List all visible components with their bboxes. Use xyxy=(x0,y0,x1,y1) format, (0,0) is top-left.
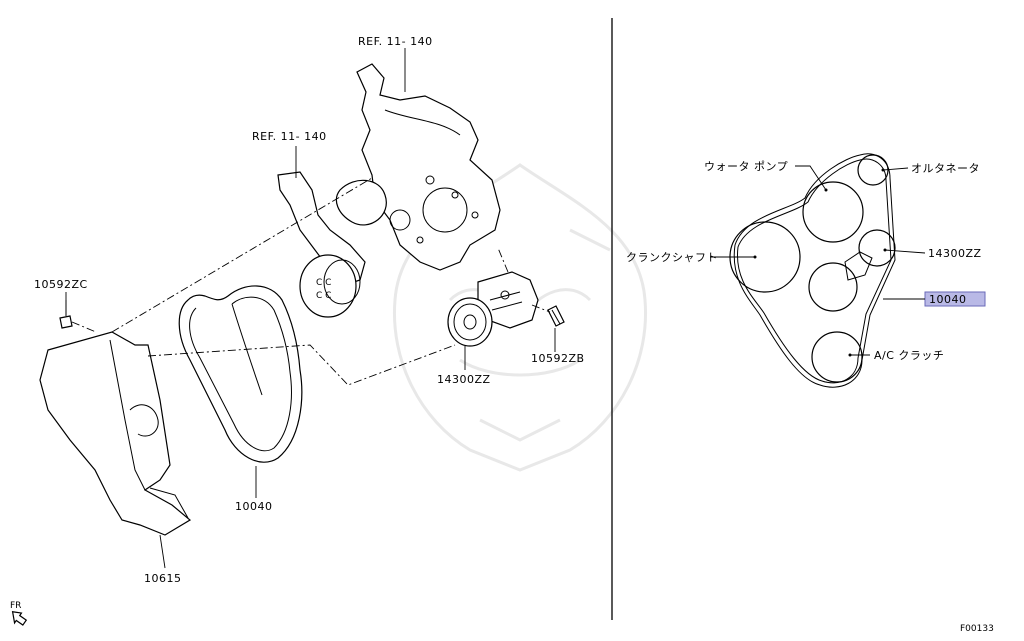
fr-arrow-icon xyxy=(11,611,28,626)
assembly-lines xyxy=(71,177,551,386)
tensioner-bracket xyxy=(844,251,873,281)
belt-10040-left xyxy=(178,285,303,463)
belt-10040-right xyxy=(733,153,896,388)
label-tensioner-right: 14300ZZ xyxy=(928,247,982,260)
label-cover-10615: 10615 xyxy=(144,572,182,585)
cover-10615 xyxy=(39,331,192,536)
label-ref-lower: REF. 11- 140 xyxy=(252,130,327,143)
label-belt-left: 10040 xyxy=(235,500,273,513)
tensioner-assembly xyxy=(447,271,539,347)
belt-routing-diagram xyxy=(729,153,896,388)
leader-lines-left xyxy=(65,48,556,569)
label-belt-right: 10040 xyxy=(929,293,967,306)
water-pump-pulley: C C C C xyxy=(299,254,361,318)
label-crankshaft: クランクシャフト xyxy=(626,251,718,264)
figure-code: F00133 xyxy=(960,624,994,634)
label-bolt-10592zb: 10592ZB xyxy=(531,352,585,365)
pulley-water-pump xyxy=(802,181,864,243)
label-water-pump: ウォータ ポンプ xyxy=(704,160,788,173)
svg-text:C C: C C xyxy=(316,278,331,288)
pulley-ac-clutch xyxy=(811,331,863,383)
label-fr: FR xyxy=(10,601,21,611)
fr-direction-indicator: FR xyxy=(10,601,28,626)
leader-lines-right xyxy=(710,165,926,357)
svg-text:C C: C C xyxy=(316,291,331,301)
label-bolt-10592zc: 10592ZC xyxy=(34,278,88,291)
label-alternator: オルタネータ xyxy=(911,162,980,175)
pulley-idler xyxy=(808,262,858,312)
front-case-upper xyxy=(356,63,501,271)
bolt-10592zb xyxy=(547,305,565,327)
label-ac-clutch: A/C クラッチ xyxy=(874,349,944,362)
pulley-tensioner xyxy=(858,229,896,267)
label-tensioner-left: 14300ZZ xyxy=(437,373,491,386)
label-ref-upper: REF. 11- 140 xyxy=(358,35,433,48)
